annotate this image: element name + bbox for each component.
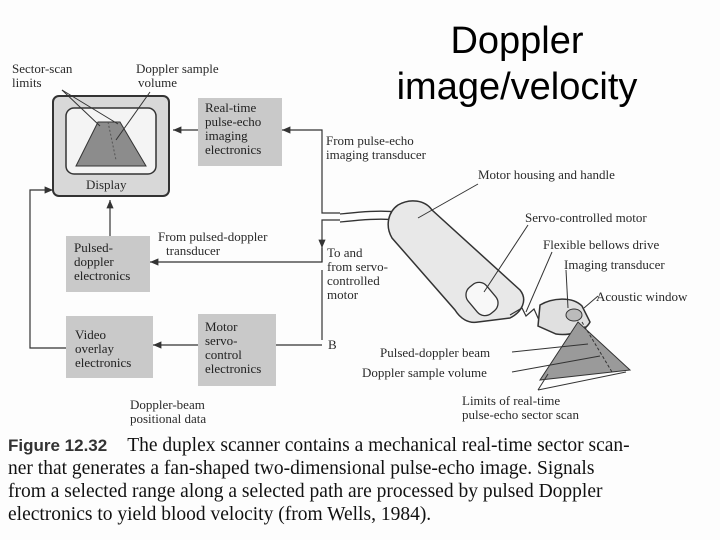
caption-line-4: electronics to yield blood velocity (fro… xyxy=(8,504,432,525)
sector-scan-limits-label: Sector-scan limits xyxy=(12,61,73,90)
pulse-echo-signal-line xyxy=(282,126,340,214)
figure-number: Figure 12.32 xyxy=(8,436,108,455)
motor-servo-label: Motor servo- control electronics xyxy=(205,319,262,376)
flexible-bellows-label: Flexible bellows drive xyxy=(543,237,660,252)
imaging-transducer xyxy=(565,308,583,322)
from-pulsed-doppler-label: From pulsed-doppler transducer xyxy=(158,229,268,258)
display-label: Display xyxy=(86,177,127,192)
realtime-electronics-box xyxy=(198,98,282,166)
slide-title: Doppler image/velocity xyxy=(372,18,662,110)
acoustic-window-label: Acoustic window xyxy=(596,289,688,304)
probe-handle xyxy=(387,200,525,324)
video-overlay-box xyxy=(66,316,153,378)
servo-motor-label: Servo-controlled motor xyxy=(525,210,647,225)
to-and-from-servo-label: To and from servo- controlled motor xyxy=(327,245,389,302)
from-pulse-echo-label: From pulse-echo imaging transducer xyxy=(326,133,426,162)
doppler-sample-volume-bottom-label: Doppler sample volume xyxy=(362,365,487,380)
pulsed-doppler-box xyxy=(66,236,150,292)
video-feedback-line xyxy=(29,186,66,349)
caption-line-2: ner that generates a fan-shaped two-dime… xyxy=(8,458,595,479)
slide-title-line-2: image/velocity xyxy=(396,66,638,108)
servo-motor xyxy=(465,281,499,317)
caption-line-3: from a selected range along a selected p… xyxy=(8,481,603,502)
video-overlay-label: Video overlay electronics xyxy=(75,327,132,370)
figure-caption: Figure 12.32 The duplex scanner contains … xyxy=(8,434,712,526)
sector-scan-fan xyxy=(538,321,632,381)
motor-servo-box xyxy=(198,314,276,386)
doppler-sample-volume-top-label: Doppler sample volume xyxy=(136,61,219,90)
display-sector-image xyxy=(75,121,147,167)
realtime-electronics-label: Real-time pulse-echo imaging electronics xyxy=(205,100,262,157)
b-label: B xyxy=(328,337,337,352)
slide-title-line-1: Doppler xyxy=(450,20,584,62)
imaging-transducer-label: Imaging transducer xyxy=(564,257,665,272)
probe-cable xyxy=(339,210,399,215)
pulsed-doppler-beam-label: Pulsed-doppler beam xyxy=(380,345,491,360)
limits-realtime-label: Limits of real-time pulse-echo sector sc… xyxy=(462,393,579,422)
motor-housing-label: Motor housing and handle xyxy=(478,167,615,182)
caption-line-1: The duplex scanner contains a mechanical… xyxy=(127,435,630,456)
doppler-beam-positional-label: Doppler-beam positional data xyxy=(130,397,207,426)
pulsed-doppler-label: Pulsed- doppler electronics xyxy=(74,240,131,283)
